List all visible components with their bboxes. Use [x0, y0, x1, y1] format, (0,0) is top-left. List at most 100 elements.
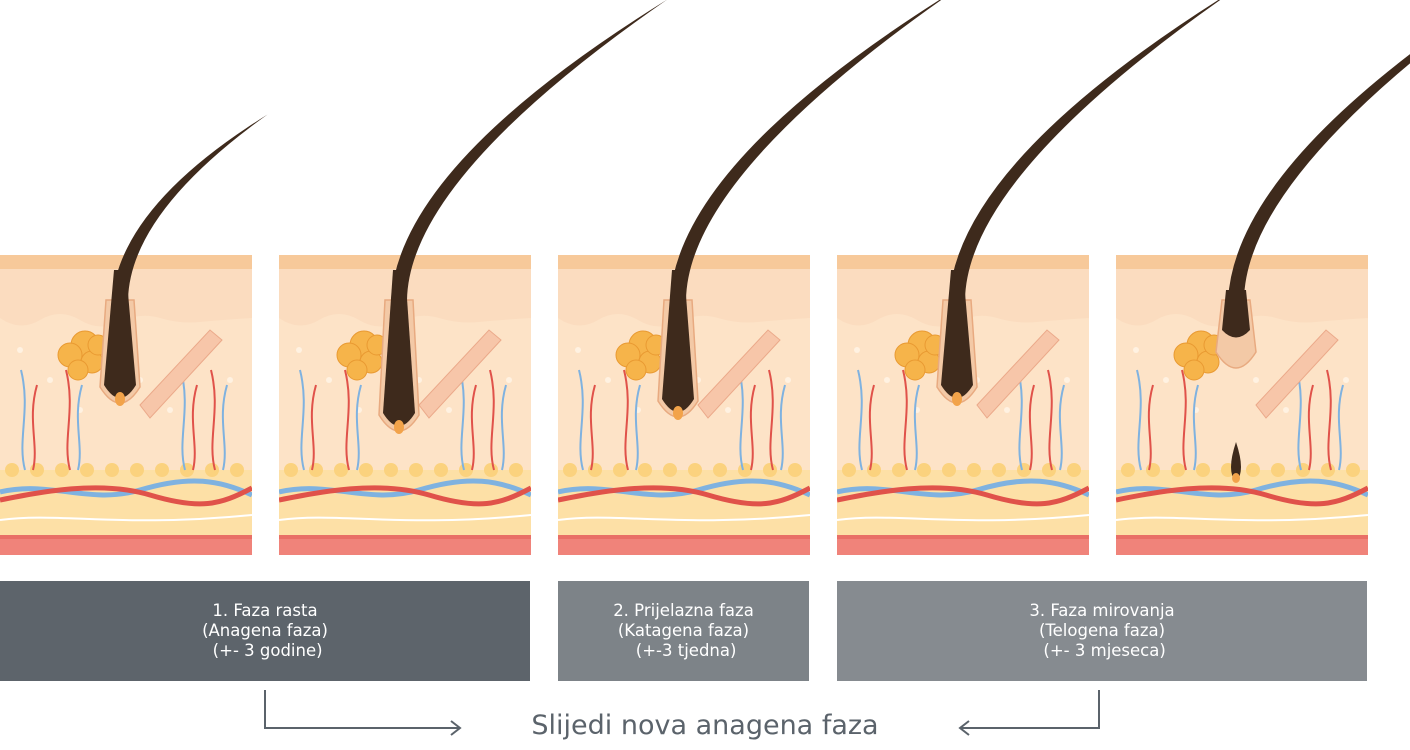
fat-cell	[1121, 463, 1135, 477]
hair-root	[1222, 290, 1250, 338]
sebaceous-gland	[57, 330, 109, 381]
arrector-muscle	[1255, 329, 1339, 419]
capillary	[868, 384, 875, 471]
muscle-layer	[558, 535, 810, 555]
dermis-dot	[227, 377, 233, 383]
phase-3-title: 3. Faza mirovanja	[1029, 601, 1175, 620]
dermis-dot	[725, 407, 731, 413]
hair-root	[104, 270, 136, 398]
muscle-line	[0, 535, 252, 539]
capillary	[857, 369, 863, 471]
fat-cell	[180, 463, 194, 477]
arrector-muscle	[976, 329, 1060, 419]
phase-1-title: 1. Faza rasta	[212, 601, 318, 620]
phase-3-name: (Telogena faza)	[1038, 621, 1166, 640]
capillary	[1047, 369, 1053, 471]
new-hair-bulb	[1231, 442, 1241, 482]
capillary	[749, 384, 756, 471]
capillary	[779, 384, 786, 471]
fat-cell	[55, 463, 69, 477]
dermis-dot	[167, 407, 173, 413]
fat-cell	[788, 463, 802, 477]
capillary	[191, 384, 198, 471]
fiber	[558, 514, 810, 522]
skin-panel-5	[1116, 0, 1368, 560]
muscle-line	[837, 535, 1089, 539]
fat-cell	[967, 463, 981, 477]
fat-cell	[613, 463, 627, 477]
dermis-dot	[605, 377, 611, 383]
dermal-papilla	[673, 406, 683, 420]
capillary	[299, 369, 305, 471]
fat-cell	[1042, 463, 1056, 477]
muscle-line	[279, 535, 531, 539]
arrector-muscle	[418, 329, 502, 419]
dermis-dot	[854, 347, 860, 353]
epidermis-top-layer	[558, 255, 810, 269]
dermis-dot	[1253, 377, 1259, 383]
capillary	[768, 369, 774, 471]
artery	[279, 485, 531, 507]
fat-cell	[334, 463, 348, 477]
dermal-papilla	[1232, 473, 1240, 483]
phase-box-catagen: 2. Prijelazna faza (Katagena faza) (+-3 …	[558, 581, 809, 681]
muscle-line	[558, 535, 810, 539]
dermis-dot	[1004, 407, 1010, 413]
capillary	[20, 369, 26, 471]
capillary	[1337, 384, 1344, 471]
fat-cell	[1246, 463, 1260, 477]
capillary	[76, 384, 83, 471]
dermis-dot	[1064, 377, 1070, 383]
fat-cell	[892, 463, 906, 477]
artery	[837, 485, 1089, 507]
capillary	[65, 369, 71, 471]
epidermis-top-layer	[279, 255, 531, 269]
phase-1-name: (Anagena faza)	[202, 621, 328, 640]
dermal-papilla	[952, 392, 962, 406]
phase-2-title: 2. Prijelazna faza	[613, 601, 754, 620]
gland-lobe	[904, 359, 926, 381]
fat-cell	[230, 463, 244, 477]
fiber	[837, 514, 1089, 522]
capillary	[623, 369, 629, 471]
capillary	[902, 369, 908, 471]
capillary	[589, 384, 596, 471]
fat-cell	[205, 463, 219, 477]
dermis-dot	[506, 377, 512, 383]
fat-cell	[713, 463, 727, 477]
fiber	[279, 514, 531, 522]
fat-cell	[384, 463, 398, 477]
fat-cell	[1346, 463, 1360, 477]
dermis-dot	[446, 407, 452, 413]
fat-cell	[484, 463, 498, 477]
next-phase-label: Slijedi nova anagena faza	[531, 710, 879, 741]
dermis-dot	[785, 377, 791, 383]
dermis-dot	[575, 347, 581, 353]
fat-cell	[5, 463, 19, 477]
fat-cell	[130, 463, 144, 477]
fat-cell	[309, 463, 323, 477]
capillary	[1058, 384, 1065, 471]
capillary	[1181, 369, 1187, 471]
fat-cell	[738, 463, 752, 477]
capillary	[913, 384, 920, 471]
dermis-dot	[1133, 347, 1139, 353]
dermis-dot	[1283, 407, 1289, 413]
fiber	[1116, 514, 1368, 522]
fat-cell	[1067, 463, 1081, 477]
muscle-layer	[279, 535, 531, 555]
fat-cell	[588, 463, 602, 477]
fat-cell	[1271, 463, 1285, 477]
capillary	[310, 384, 317, 471]
phase-2-duration: (+-3 tjedna)	[630, 641, 737, 660]
capillary	[1147, 384, 1154, 471]
dermis-dot	[1163, 377, 1169, 383]
capillary	[1028, 384, 1035, 471]
fat-cell	[359, 463, 373, 477]
capillary	[634, 384, 641, 471]
dermis-dot	[1343, 377, 1349, 383]
capillary	[1136, 369, 1142, 471]
fat-cell	[563, 463, 577, 477]
dermal-papilla	[115, 392, 125, 406]
capillary	[1307, 384, 1314, 471]
